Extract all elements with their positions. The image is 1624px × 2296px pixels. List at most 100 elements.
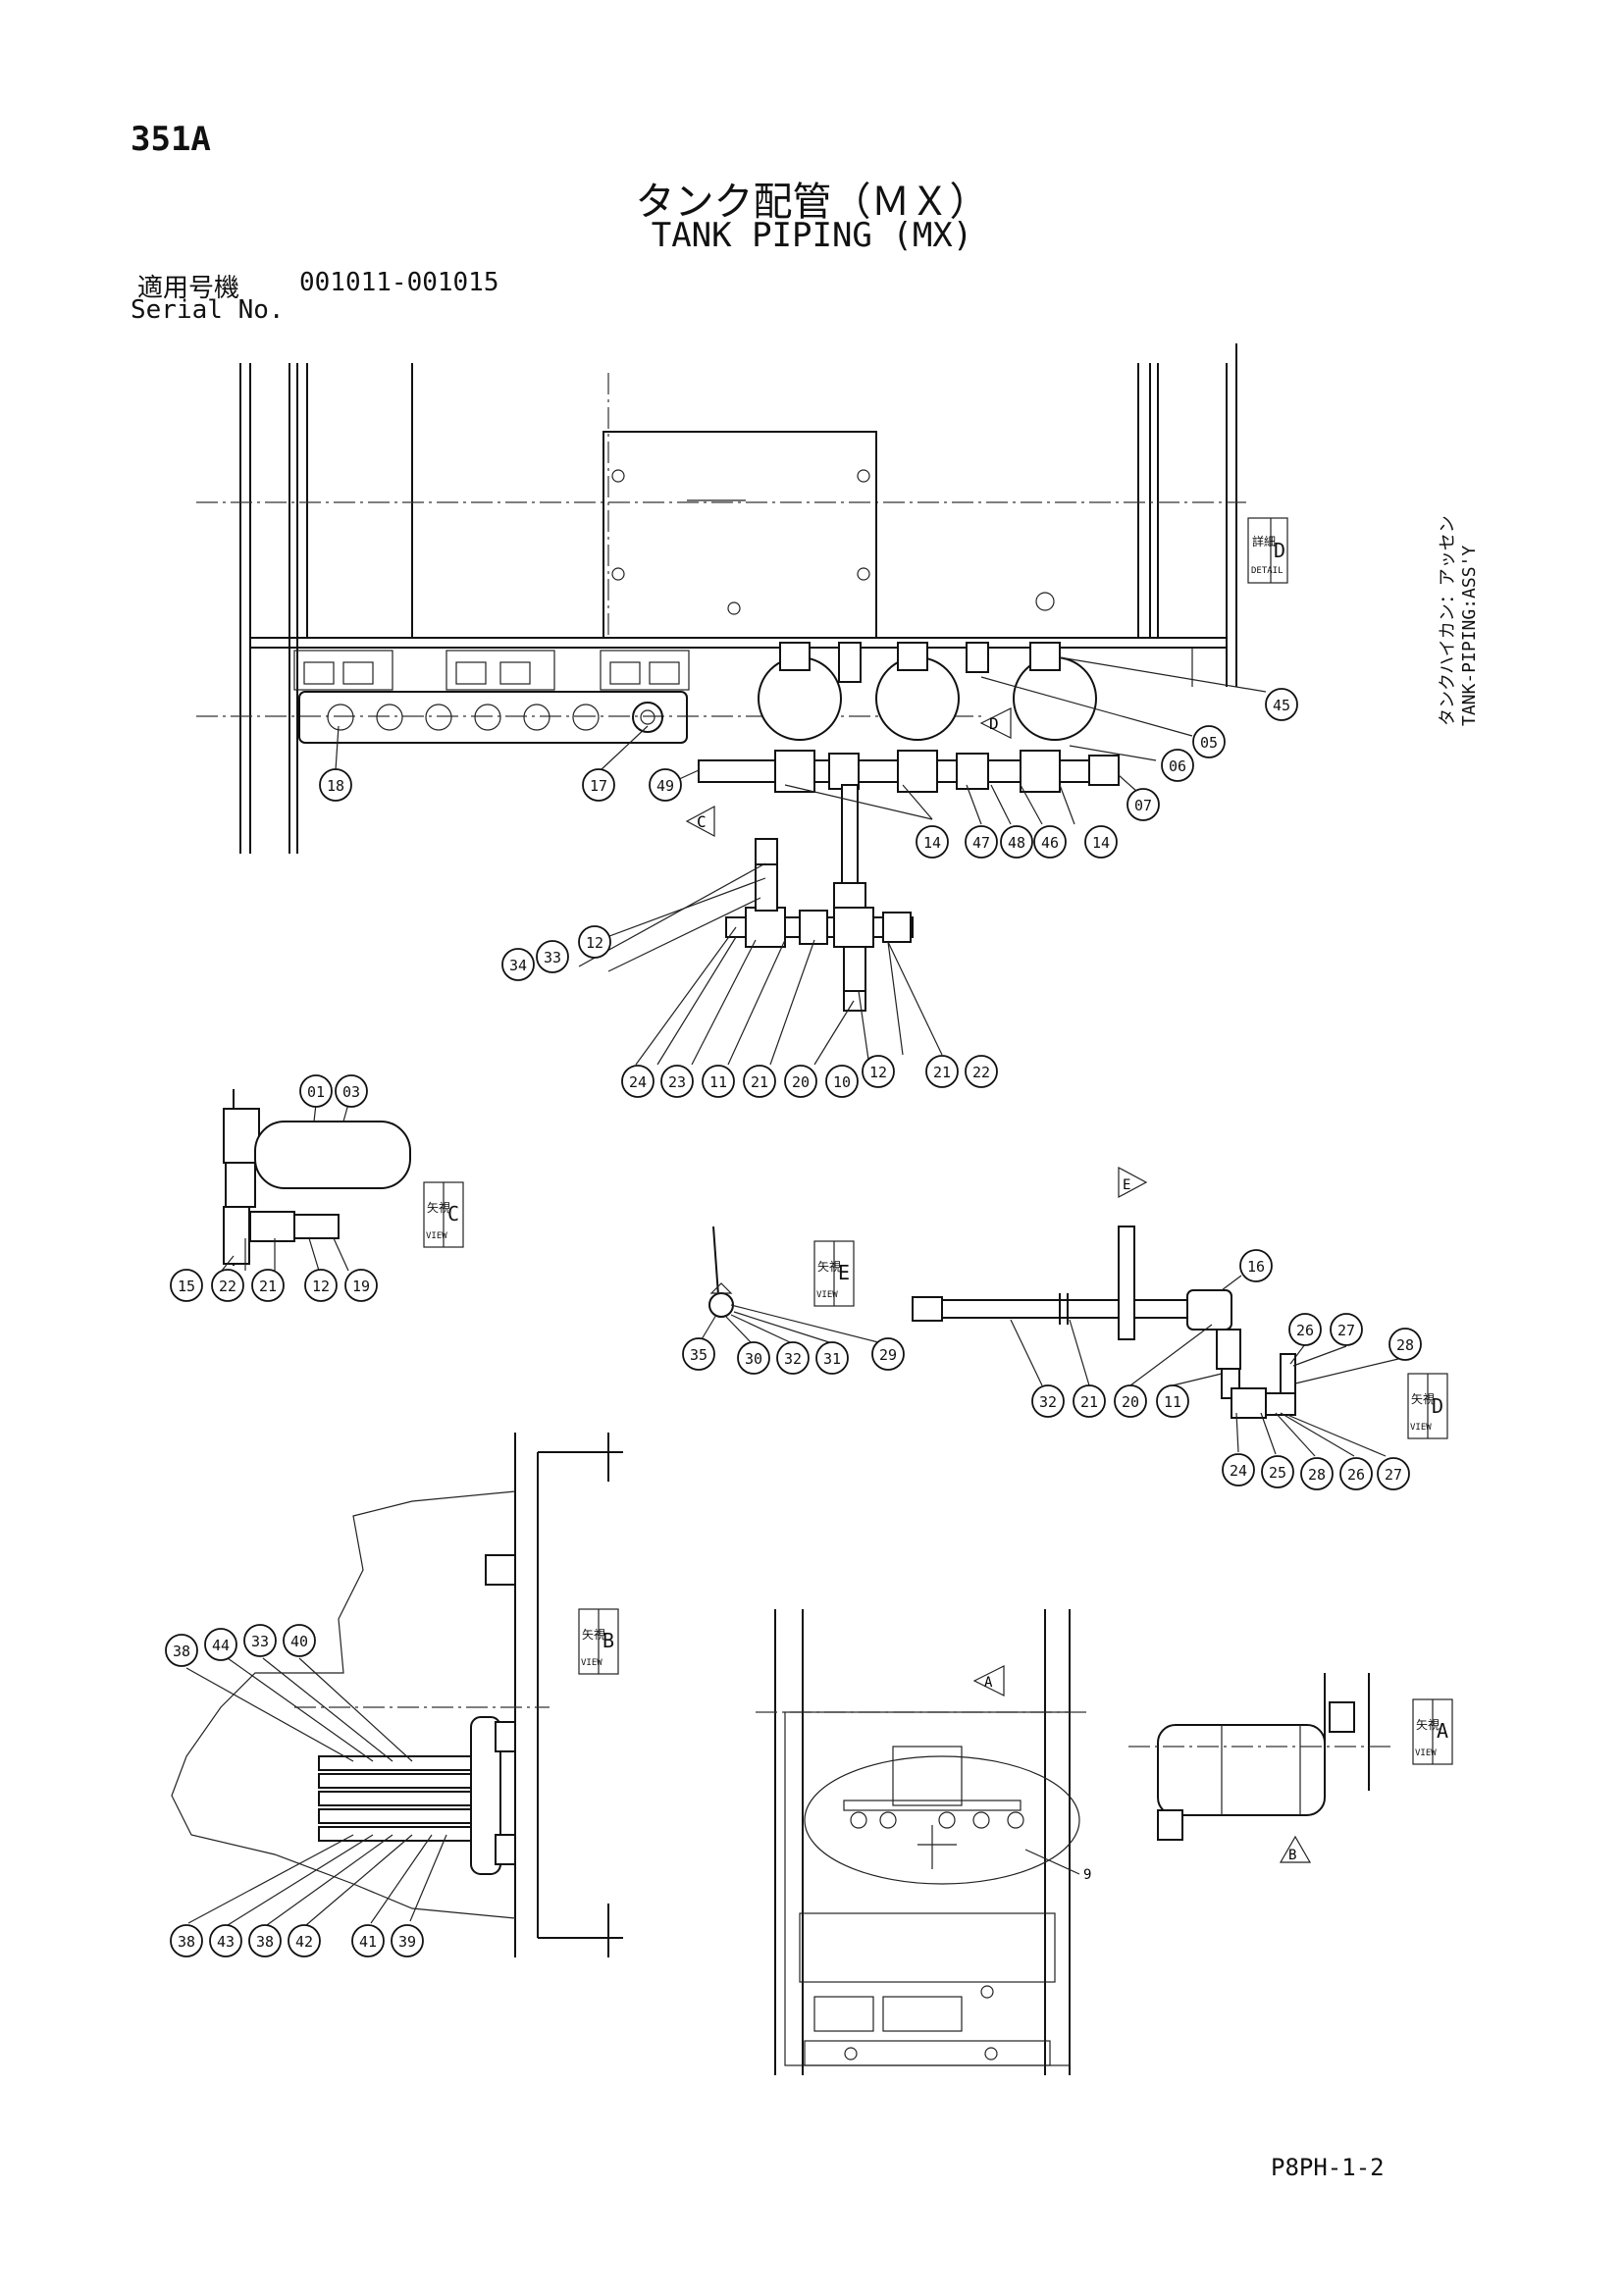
callout-main-23: 22 [965,1055,998,1088]
callout-b-8: 41 [351,1924,385,1957]
plan-view-drawing [756,1609,1089,2075]
callout-c-6: 19 [344,1269,378,1302]
view-b-jp: 矢視 [582,1627,605,1642]
svg-text:22: 22 [219,1278,236,1295]
callout-c-4: 21 [251,1269,285,1302]
view-c-jp: 矢視 [427,1200,450,1215]
callout-b-6: 38 [248,1924,282,1957]
main-view-callouts: 18 17 49 14 47 48 46 14 07 06 05 45 34 3… [319,688,1298,1098]
callout-b-2: 33 [243,1624,277,1657]
view-d-drawing [912,1166,1399,1457]
view-a-label: 矢視 VIEW A [1412,1698,1453,1765]
svg-text:29: 29 [879,1346,897,1364]
callout-c-0: 01 [299,1074,333,1108]
svg-text:33: 33 [251,1633,269,1650]
callout-d-10: 28 [1300,1457,1334,1490]
arrow-marker-e: E [1123,1177,1130,1193]
arrow-marker-d: D [989,714,999,733]
footer-drawing-code: P8PH-1-2 [1271,2154,1385,2181]
view-d-en: VIEW [1410,1423,1432,1433]
view-a-jp: 矢視 [1416,1717,1440,1732]
svg-text:12: 12 [312,1278,330,1295]
callout-e-2: 32 [776,1341,810,1375]
svg-text:14: 14 [1092,834,1110,852]
arrow-marker-a: A [984,1675,993,1691]
view-e-label: 矢視 VIEW E [813,1240,855,1307]
callout-b-7: 42 [288,1924,321,1957]
svg-text:44: 44 [212,1637,230,1654]
callout-c-2: 15 [170,1269,203,1302]
callout-main-22: 21 [925,1055,959,1088]
svg-text:38: 38 [178,1933,195,1951]
callout-main-0: 18 [319,768,352,802]
view-b-drawing [171,1433,623,1957]
svg-text:24: 24 [629,1073,647,1091]
callout-main-9: 06 [1161,749,1194,782]
callout-b-1: 44 [204,1628,237,1661]
view-a-en: VIEW [1415,1748,1437,1758]
svg-text:21: 21 [1080,1393,1098,1411]
svg-text:33: 33 [544,949,561,966]
view-e-letter: E [838,1261,850,1284]
svg-text:38: 38 [173,1643,190,1660]
view-e-drawing [701,1226,879,1343]
svg-text:41: 41 [359,1933,377,1951]
callout-c-1: 03 [335,1074,368,1108]
view-d-jp: 矢視 [1411,1391,1435,1406]
view-c-label: 矢視 VIEW C [423,1181,464,1248]
svg-text:26: 26 [1347,1466,1365,1484]
page-number: 351A [131,120,211,159]
callout-d-0: 16 [1239,1249,1273,1282]
callout-d-6: 27 [1330,1313,1363,1346]
callout-main-7: 14 [1084,825,1118,859]
view-e-jp: 矢視 [817,1259,841,1274]
callout-main-4: 47 [965,825,998,859]
svg-text:11: 11 [709,1073,727,1091]
callout-main-12: 34 [501,948,535,981]
callout-main-10: 05 [1192,725,1226,758]
svg-text:32: 32 [1039,1393,1057,1411]
svg-text:32: 32 [784,1350,802,1368]
view-b-callouts: 38 44 33 40 38 43 38 42 41 39 [165,1624,424,1957]
svg-text:49: 49 [656,777,674,795]
svg-text:16: 16 [1247,1258,1265,1276]
main-view-manifold [293,650,690,744]
main-view-frame [196,343,1246,854]
view-a-letter: A [1437,1719,1448,1743]
svg-text:19: 19 [352,1278,370,1295]
svg-text:45: 45 [1273,697,1290,714]
callout-main-21: 12 [862,1055,895,1088]
svg-text:06: 06 [1169,757,1186,775]
callout-c-5: 12 [304,1269,338,1302]
svg-text:39: 39 [398,1933,416,1951]
view-e-en: VIEW [816,1290,838,1300]
view-c-drawing [217,1089,411,1277]
callout-main-20: 10 [825,1065,859,1098]
title-english: TANK PIPING (MX) [651,216,973,255]
svg-text:12: 12 [869,1064,887,1081]
callout-d-4: 11 [1156,1384,1189,1418]
serial-label-japanese: 適用号機 [137,274,240,303]
callout-main-1: 17 [582,768,615,802]
detail-d-jp: 詳細 [1252,534,1276,548]
callout-b-5: 43 [209,1924,242,1957]
callout-d-11: 26 [1339,1457,1373,1490]
svg-text:31: 31 [823,1350,841,1368]
svg-text:48: 48 [1008,834,1025,852]
callout-main-14: 12 [578,925,611,959]
svg-text:01: 01 [307,1083,325,1101]
svg-text:14: 14 [923,834,941,852]
callout-main-8: 07 [1126,788,1160,821]
svg-text:28: 28 [1396,1336,1414,1354]
svg-text:20: 20 [1122,1393,1139,1411]
svg-text:21: 21 [751,1073,768,1091]
svg-text:23: 23 [668,1073,686,1091]
detail-d-en: DETAIL [1251,566,1283,576]
svg-text:22: 22 [972,1064,990,1081]
callout-e-1: 30 [737,1341,770,1375]
svg-text:38: 38 [256,1933,274,1951]
callout-d-1: 32 [1031,1384,1065,1418]
callout-d-5: 26 [1288,1313,1322,1346]
view-b-letter: B [602,1629,614,1652]
